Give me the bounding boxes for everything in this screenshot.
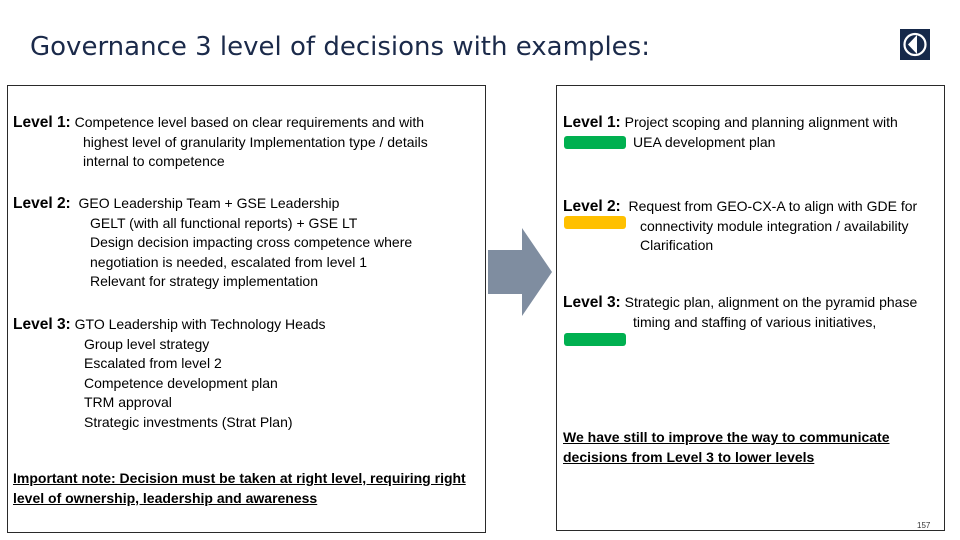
right-level-1: Level 1: Project scoping and planning al… bbox=[563, 114, 898, 150]
right-level-2: Level 2: Request from GEO-CX-A to align … bbox=[563, 198, 918, 253]
left-level-1: Level 1: Competence level based on clear… bbox=[13, 114, 428, 169]
left-level-3: Level 3: GTO Leadership with Technology … bbox=[13, 316, 326, 430]
right-level-2-label: Level 2: bbox=[563, 198, 621, 215]
left-level-2: Level 2: GEO Leadership Team + GSE Leade… bbox=[13, 195, 413, 289]
right-level-1-label: Level 1: bbox=[563, 114, 621, 131]
status-bar-green bbox=[564, 333, 626, 346]
right-level-3: Level 3: Strategic plan, alignment on th… bbox=[563, 294, 918, 330]
status-bar-amber bbox=[564, 216, 626, 229]
left-level-2-label: Level 2: bbox=[13, 195, 71, 212]
status-bar-green bbox=[564, 136, 626, 149]
left-level-1-label: Level 1: bbox=[13, 114, 71, 131]
logo-icon bbox=[903, 32, 927, 57]
company-logo bbox=[900, 29, 930, 60]
left-level-3-label: Level 3: bbox=[13, 316, 71, 333]
page-title: Governance 3 level of decisions with exa… bbox=[30, 32, 650, 62]
levels-definition-panel: Level 1: Competence level based on clear… bbox=[7, 85, 486, 533]
page-number: 157 bbox=[917, 521, 931, 530]
right-arrow-icon bbox=[488, 228, 552, 316]
important-note: Important note: Decision must be taken a… bbox=[13, 470, 466, 506]
right-level-3-label: Level 3: bbox=[563, 294, 621, 311]
improvement-note: We have still to improve the way to comm… bbox=[563, 429, 890, 465]
examples-panel: Level 1: Project scoping and planning al… bbox=[556, 85, 945, 531]
